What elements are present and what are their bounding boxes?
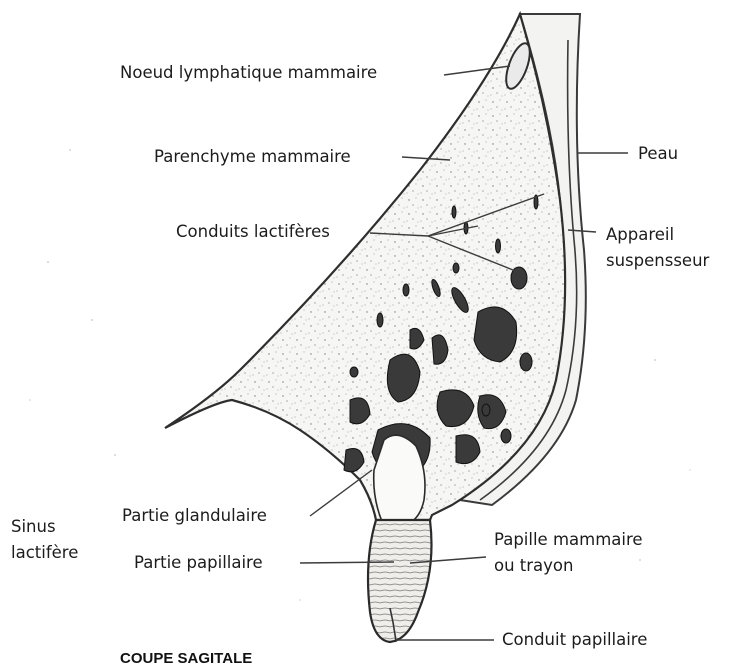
- label-parenchyme-mammaire: Parenchyme mammaire: [154, 149, 351, 166]
- label-papille-line2: ou trayon: [494, 553, 643, 579]
- label-appareil-line2: suspensseur: [606, 248, 709, 274]
- label-conduit-papillaire: Conduit papillaire: [502, 632, 647, 649]
- label-appareil-suspensseur: Appareil suspensseur: [606, 222, 709, 273]
- label-papille-mammaire: Papille mammaire ou trayon: [494, 527, 643, 578]
- label-sinus-lactifere: Sinus lactifère: [11, 514, 78, 565]
- lactiferous-sinus: [374, 435, 425, 526]
- label-peau: Peau: [638, 146, 678, 163]
- teat: [368, 520, 432, 642]
- label-papille-line1: Papille mammaire: [494, 527, 643, 553]
- label-partie-glandulaire: Partie glandulaire: [122, 508, 267, 525]
- label-appareil-line1: Appareil: [606, 222, 709, 248]
- label-conduits-lactiferes: Conduits lactifères: [176, 224, 330, 241]
- label-noeud-lymphatique: Noeud lymphatique mammaire: [120, 65, 377, 82]
- label-partie-papillaire: Partie papillaire: [134, 555, 263, 572]
- diagram-title: COUPE SAGITALE: [120, 651, 252, 666]
- label-sinus-line1: Sinus: [11, 514, 78, 540]
- label-sinus-line2: lactifère: [11, 540, 78, 566]
